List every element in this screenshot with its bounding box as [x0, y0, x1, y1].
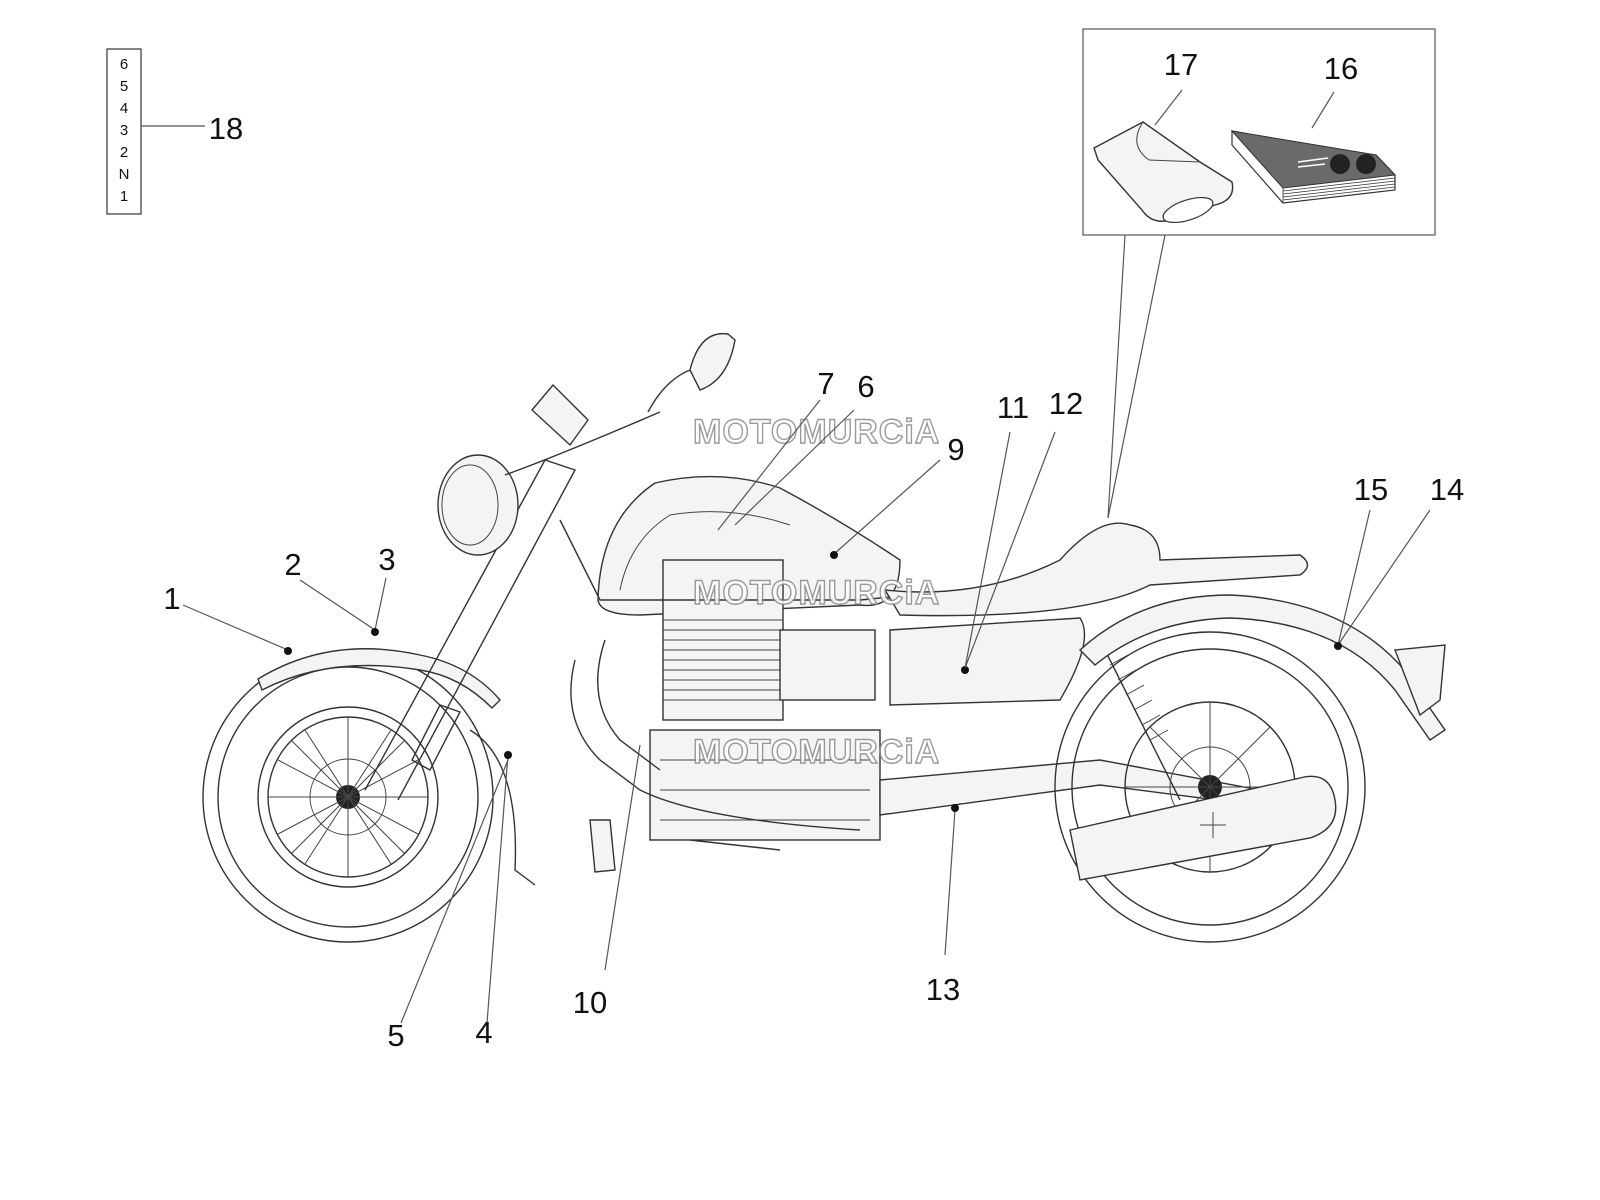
- accessory-box: [1082, 28, 1436, 236]
- gear-label-6: 6: [120, 56, 128, 73]
- callout-11: 11: [997, 390, 1029, 425]
- watermark-middle: MOTOMURCiA: [693, 574, 940, 612]
- callout-labels: 1 2 3 4 5 6 7 9 10 11 12 13 14 15 16 17 …: [163, 47, 1464, 1053]
- gear-indicator-decal: 6 5 4 3 2 N 1: [106, 48, 205, 215]
- callout-4: 4: [475, 1015, 492, 1050]
- callout-6: 6: [857, 369, 874, 404]
- callout-3: 3: [378, 542, 395, 577]
- owners-manual-icon: [1230, 130, 1397, 204]
- gear-label-n: N: [119, 166, 130, 183]
- callout-15: 15: [1354, 472, 1388, 507]
- callout-13: 13: [926, 972, 960, 1007]
- seat: [883, 522, 1309, 617]
- callout-17: 17: [1164, 47, 1198, 82]
- headlight: [437, 454, 519, 556]
- callout-5: 5: [387, 1018, 404, 1053]
- rear-wheel: [1054, 631, 1366, 943]
- motorcycle-drawing: [202, 332, 1446, 943]
- callout-9: 9: [947, 432, 964, 467]
- callout-10: 10: [573, 985, 607, 1020]
- callout-12: 12: [1049, 386, 1083, 421]
- gear-label-3: 3: [120, 122, 128, 139]
- front-fender: [257, 648, 501, 709]
- leader-lines: [182, 89, 1431, 1024]
- callout-16: 16: [1324, 51, 1358, 86]
- watermark-bottom: MOTOMURCiA: [693, 733, 940, 771]
- watermark-group: MOTOMURCiA MOTOMURCiA MOTOMURCiA: [692, 412, 940, 771]
- exhaust-muffler: [1069, 775, 1337, 881]
- rear-fender: [1078, 594, 1446, 741]
- callout-7: 7: [817, 366, 834, 401]
- gear-label-4: 4: [120, 100, 128, 117]
- engine: [649, 559, 881, 841]
- callout-18: 18: [209, 111, 243, 146]
- gear-label-2: 2: [120, 144, 128, 161]
- callout-14: 14: [1430, 472, 1464, 507]
- gear-label-1: 1: [120, 188, 128, 205]
- callout-2: 2: [284, 547, 301, 582]
- callout-1: 1: [163, 581, 180, 616]
- side-cover: [889, 617, 1086, 706]
- gear-label-5: 5: [120, 78, 128, 95]
- watermark-top: MOTOMURCiA: [693, 413, 940, 451]
- tool-pouch-icon: [1093, 121, 1234, 224]
- front-wheel: [202, 651, 494, 943]
